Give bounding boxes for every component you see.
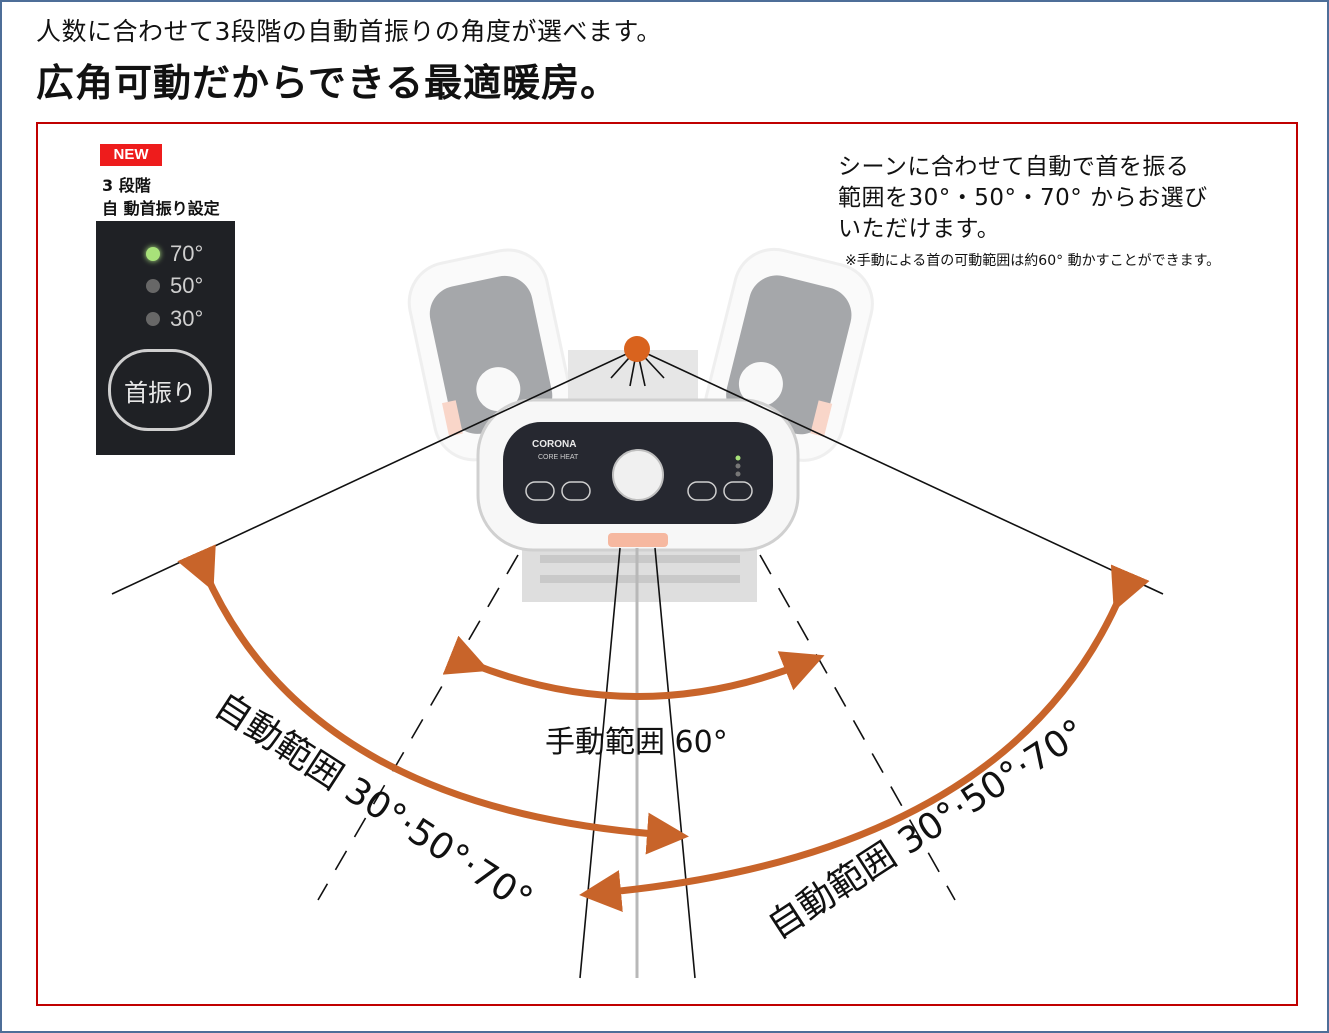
led-indicator bbox=[146, 279, 160, 293]
auto-range-label-right: 自動範囲 30°·50°·70° bbox=[761, 712, 1093, 948]
led-indicator bbox=[146, 312, 160, 326]
new-badge: NEW bbox=[100, 144, 162, 166]
note-line1: シーンに合わせて自動で首を振る bbox=[838, 154, 1190, 180]
heater-front: CORONA CORE HEAT bbox=[476, 398, 800, 552]
angle-label: 30° bbox=[170, 306, 204, 331]
angle-option-70: 70° bbox=[146, 241, 203, 267]
diagram-frame bbox=[36, 122, 1298, 1006]
heater-brand: CORONA bbox=[532, 439, 576, 450]
angle-option-50: 50° bbox=[146, 273, 203, 299]
description-note: シーンに合わせて自動で首を振る 範囲を30°・50°・70° からお選び いただ… bbox=[838, 152, 1208, 245]
angle-label: 70° bbox=[170, 241, 204, 266]
manual-range-label: 手動範囲 60° bbox=[545, 725, 728, 760]
heater-model: CORE HEAT bbox=[538, 454, 579, 461]
footnote: ※手動による首の可動範囲は約60° 動かすことができます。 bbox=[845, 253, 1221, 269]
subtitle: 人数に合わせて3段階の自動首振りの角度が選べます。 bbox=[36, 17, 662, 46]
pivot-dot bbox=[624, 336, 650, 362]
note-line3: いただけます。 bbox=[838, 216, 1001, 242]
auto-range-arrow-right bbox=[579, 564, 1150, 912]
angle-option-30: 30° bbox=[146, 306, 203, 332]
control-panel: 70° 50° 30° 首振り bbox=[96, 221, 235, 455]
swing-button[interactable]: 首振り bbox=[108, 349, 212, 431]
setting-label: 3 段階 自 動首振り設定 bbox=[102, 174, 220, 220]
note-line2: 範囲を30°・50°・70° からお選び bbox=[838, 185, 1208, 211]
center-lines bbox=[579, 547, 696, 979]
setting-label-line2: 自 動首振り設定 bbox=[102, 199, 220, 218]
headline: 広角可動だからできる最適暖房。 bbox=[36, 61, 620, 105]
angle-label: 50° bbox=[170, 273, 204, 298]
setting-label-line1: 3 段階 bbox=[102, 176, 151, 195]
auto-range-arrow-left bbox=[177, 544, 689, 855]
led-indicator-on bbox=[146, 247, 160, 261]
